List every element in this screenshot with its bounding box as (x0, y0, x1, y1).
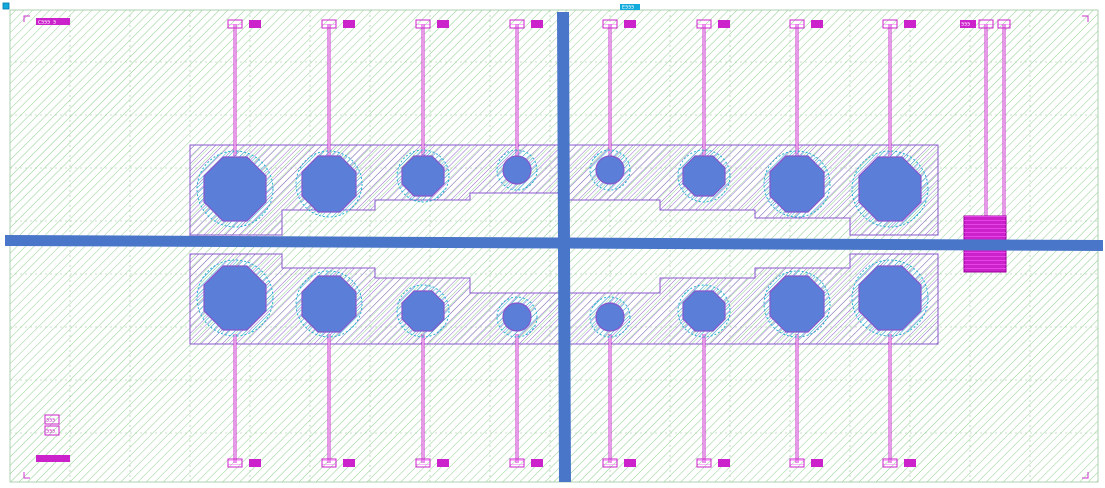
pad-top-6b[interactable] (718, 20, 730, 28)
pad-bot-2[interactable] (321, 458, 337, 468)
bottom-pads[interactable] (227, 458, 916, 468)
top-marker-box[interactable] (620, 4, 640, 10)
via-bot-8[interactable] (858, 265, 922, 331)
via-bot-1[interactable] (203, 265, 267, 331)
origin-marker[interactable] (2, 2, 10, 10)
via-top-6[interactable] (682, 155, 726, 197)
pad-top-5b[interactable] (624, 20, 636, 28)
pad-top-8b[interactable] (904, 20, 916, 28)
via-top-7[interactable] (769, 155, 825, 213)
pad-top-7[interactable] (789, 19, 805, 29)
via-bot-7[interactable] (769, 275, 825, 333)
via-bot-6[interactable] (682, 290, 726, 332)
pad-top-6[interactable] (696, 19, 712, 29)
pad-bot-8b[interactable] (904, 459, 916, 467)
pad-top-3b[interactable] (437, 20, 449, 28)
bottom-left-marks[interactable] (36, 414, 70, 462)
pad-bot-6[interactable] (696, 458, 712, 468)
pad-bot-3[interactable] (415, 458, 431, 468)
pad-top-7b[interactable] (811, 20, 823, 28)
pad-bot-6b[interactable] (718, 459, 730, 467)
pad-bot-4b[interactable] (531, 459, 543, 467)
via-top-8[interactable] (858, 156, 922, 222)
right-pad-2[interactable] (997, 19, 1011, 29)
via-top-4[interactable] (502, 155, 532, 185)
pad-bot-5b[interactable] (624, 459, 636, 467)
bottom-left-label-1: ЭЭЭ (46, 418, 55, 424)
horizontal-bar[interactable] (5, 235, 1103, 251)
top-left-tag[interactable] (36, 18, 70, 25)
upper-vias[interactable] (196, 149, 929, 228)
bottom-left-tag-2[interactable] (44, 425, 60, 436)
pad-bot-8[interactable] (882, 458, 898, 468)
corner-brackets (23, 15, 1089, 479)
via-top-3[interactable] (401, 155, 445, 197)
bottom-left-label-2: ЭЭЭ (46, 429, 55, 435)
pad-bot-7[interactable] (789, 458, 805, 468)
via-bot-2[interactable] (301, 275, 357, 333)
bottom-left-tag-1[interactable] (44, 414, 60, 425)
pad-top-8[interactable] (882, 19, 898, 29)
vertical-bar[interactable] (557, 12, 571, 482)
pad-top-4b[interactable] (531, 20, 543, 28)
via-top-1[interactable] (203, 156, 267, 222)
right-pad-label: ЭЭЭ (961, 22, 970, 28)
via-bot-5[interactable] (595, 302, 625, 332)
pad-bot-1[interactable] (227, 458, 243, 468)
lower-vias[interactable] (196, 259, 929, 338)
via-top-2[interactable] (301, 155, 357, 213)
pad-top-1b[interactable] (249, 20, 261, 28)
via-bot-4[interactable] (502, 302, 532, 332)
top-marker-label: ЕЭЭЭ (622, 5, 634, 11)
top-pads[interactable] (227, 19, 1011, 29)
pad-bot-1b[interactable] (249, 459, 261, 467)
right-pad-tag[interactable] (960, 20, 976, 28)
pad-top-2[interactable] (321, 19, 337, 29)
pad-bot-4[interactable] (509, 458, 525, 468)
right-pad-1[interactable] (978, 19, 994, 29)
pad-top-3[interactable] (415, 19, 431, 29)
pad-top-5[interactable] (602, 19, 618, 29)
via-bot-3[interactable] (401, 290, 445, 332)
bottom-left-tag-3[interactable] (36, 455, 70, 462)
pad-top-1[interactable] (227, 19, 243, 29)
pad-bot-2b[interactable] (343, 459, 355, 467)
pad-top-4[interactable] (509, 19, 525, 29)
pad-bot-5[interactable] (602, 458, 618, 468)
top-left-label: СЭЭЭ_Э (38, 20, 56, 26)
pad-top-2b[interactable] (343, 20, 355, 28)
pad-bot-3b[interactable] (437, 459, 449, 467)
pad-bot-7b[interactable] (811, 459, 823, 467)
via-top-5[interactable] (595, 155, 625, 185)
